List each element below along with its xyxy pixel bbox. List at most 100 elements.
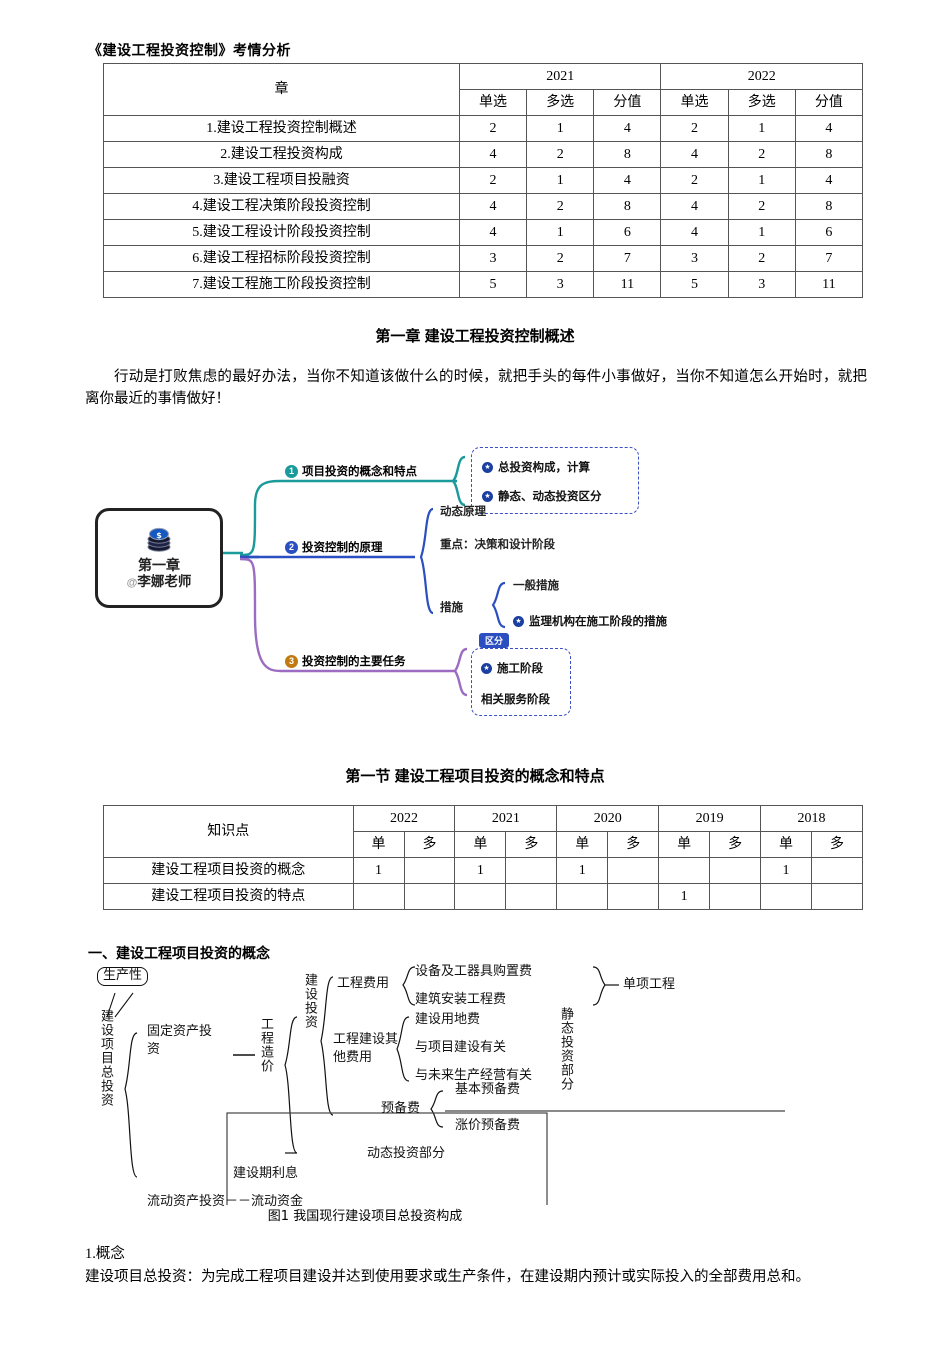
cell-chapter: 1.建设工程投资控制概述 (103, 115, 460, 142)
cell-value: 5 (660, 271, 729, 298)
tree-node-other-fee: 工程建设其他费用 (333, 1032, 399, 1065)
cell-value: 1 (727, 219, 796, 246)
cell-chapter: 2.建设工程投资构成 (103, 141, 460, 168)
header-year-2022: 2022 (660, 63, 863, 90)
cell-value (811, 883, 863, 910)
tree-node-related-project: 与项目建设有关 (415, 1040, 507, 1055)
cell-value: 1 (454, 857, 507, 884)
cell-value: 3 (526, 271, 595, 298)
mindmap-branch-1: 1 项目投资的概念和特点 (285, 463, 417, 479)
cell-value: 2 (526, 141, 595, 168)
cell-value: 11 (794, 271, 864, 298)
coin-stack-icon: $ (144, 525, 174, 555)
mindmap-badge-qufen: 区分 (479, 633, 510, 648)
cell-value (709, 883, 762, 910)
cell-value: 7 (794, 245, 864, 272)
mindmap-subleaf-2-2: 监理机构在施工阶段的措施 (513, 613, 667, 629)
cell-chapter: 4.建设工程决策阶段投资控制 (103, 193, 460, 220)
cell-chapter: 6.建设工程招标阶段投资控制 (103, 245, 460, 272)
star-dot-icon (482, 490, 493, 502)
cell-chapter: 5.建设工程设计阶段投资控制 (103, 219, 460, 246)
tree-node-price-reserve: 涨价预备费 (455, 1118, 521, 1133)
star-dot-icon (482, 461, 493, 473)
mindmap-leaf-1-1: 总投资构成，计算 (482, 459, 590, 475)
mindmap-branch-2: 2 投资控制的原理 (285, 539, 383, 555)
mindmap-center-author: @李娜老师 (126, 574, 192, 590)
mindmap-branch-3: 3 投资控制的主要任务 (285, 653, 406, 669)
table-row: 建设工程项目投资的特点 1 (103, 883, 863, 910)
mindmap-leaf-3-2: 相关服务阶段 (481, 694, 550, 706)
header-year-2018: 2018 (760, 805, 863, 832)
cell-value: 2 (660, 115, 729, 142)
tree-node-related-future: 与未来生产经营有关 (415, 1068, 533, 1083)
tree-node-construction-investment: 建设投资 (301, 973, 317, 1029)
header-sub: 多 (403, 831, 456, 858)
tree-node-current-asset: 流动资产投资－－流动资金 (147, 1194, 304, 1209)
tree-node-single-project: 单项工程 (623, 977, 676, 992)
tree-node-basic-reserve: 基本预备费 (455, 1082, 521, 1097)
cell-value: 2 (458, 167, 528, 194)
cell-value (658, 857, 711, 884)
figure-caption: 图1 我国现行建设项目总投资构成 (267, 1209, 463, 1224)
cell-value: 1 (526, 115, 595, 142)
cell-value: 1 (658, 883, 711, 910)
cell-value: 4 (458, 193, 528, 220)
tree-node-construction-interest: 建设期利息 (233, 1166, 299, 1181)
bottom-text-block: 1.概念 建设项目总投资：为完成工程项目建设并达到使用要求或生产条件，在建设期内… (85, 1243, 885, 1289)
cell-value: 4 (458, 141, 528, 168)
mindmap-center-node: $ 第一章 @李娜老师 (95, 508, 223, 608)
tree-node-static-part: 静态投资部分 (557, 1007, 573, 1091)
header-sub: 单选 (458, 89, 528, 116)
cell-value: 1 (760, 857, 812, 884)
cell-value: 1 (727, 115, 796, 142)
cell-value: 6 (593, 219, 662, 246)
header-sub: 单 (658, 831, 711, 858)
mindmap-leafbox-1: 总投资构成，计算 静态、动态投资区分 (471, 447, 639, 514)
header-year-2022: 2022 (352, 805, 456, 832)
chapter-heading: 第一章 建设工程投资控制概述 (375, 328, 575, 345)
header-sub: 多选 (526, 89, 595, 116)
mindmap-diagram: $ 第一章 @李娜老师 1 项目投资的概念和特点 总投资构成，计算 静态、动态投… (85, 405, 705, 740)
header-sub: 分值 (794, 89, 864, 116)
header-sub: 单选 (660, 89, 729, 116)
mindmap-leaf-3-1: 施工阶段 (481, 660, 543, 676)
cell-value: 11 (593, 271, 662, 298)
cell-value: 8 (794, 141, 864, 168)
header-year-2020: 2020 (556, 805, 660, 832)
header-sub: 分值 (593, 89, 662, 116)
cell-value: 1 (526, 167, 595, 194)
mindmap-branch-2-label: 投资控制的原理 (302, 542, 383, 554)
at-icon: @ (126, 577, 138, 590)
cell-value (556, 883, 609, 910)
page-title: 《建设工程投资控制》考情分析 (88, 42, 291, 58)
cell-value: 4 (593, 115, 662, 142)
header-sub: 多 (505, 831, 558, 858)
header-year-2021: 2021 (454, 805, 558, 832)
cell-value (607, 857, 660, 884)
number-1-icon: 1 (285, 464, 298, 478)
cell-value: 3 (458, 245, 528, 272)
cell-value: 2 (727, 193, 796, 220)
mindmap-branch-3-label: 投资控制的主要任务 (302, 656, 406, 668)
cell-value (505, 857, 558, 884)
table-subheader-row: 单多单多单多单多单多 (104, 831, 863, 858)
cell-chapter: 3.建设工程项目投融资 (103, 167, 460, 194)
cell-value: 2 (727, 141, 796, 168)
tree-node-dynamic-part: 动态投资部分 (367, 1146, 446, 1161)
cell-value (454, 883, 507, 910)
cell-value: 3 (727, 271, 796, 298)
cell-value: 2 (727, 245, 796, 272)
cell-value: 1 (526, 219, 595, 246)
cell-value: 5 (458, 271, 528, 298)
cell-value (709, 857, 762, 884)
tree-node-project-cost: 工程造价 (257, 1017, 273, 1073)
mindmap-leaf-1-2: 静态、动态投资区分 (482, 488, 602, 504)
cell-value: 4 (794, 167, 864, 194)
cell-chapter: 7.建设工程施工阶段投资控制 (103, 271, 460, 298)
cell-value (505, 883, 558, 910)
cell-value: 2 (526, 193, 595, 220)
